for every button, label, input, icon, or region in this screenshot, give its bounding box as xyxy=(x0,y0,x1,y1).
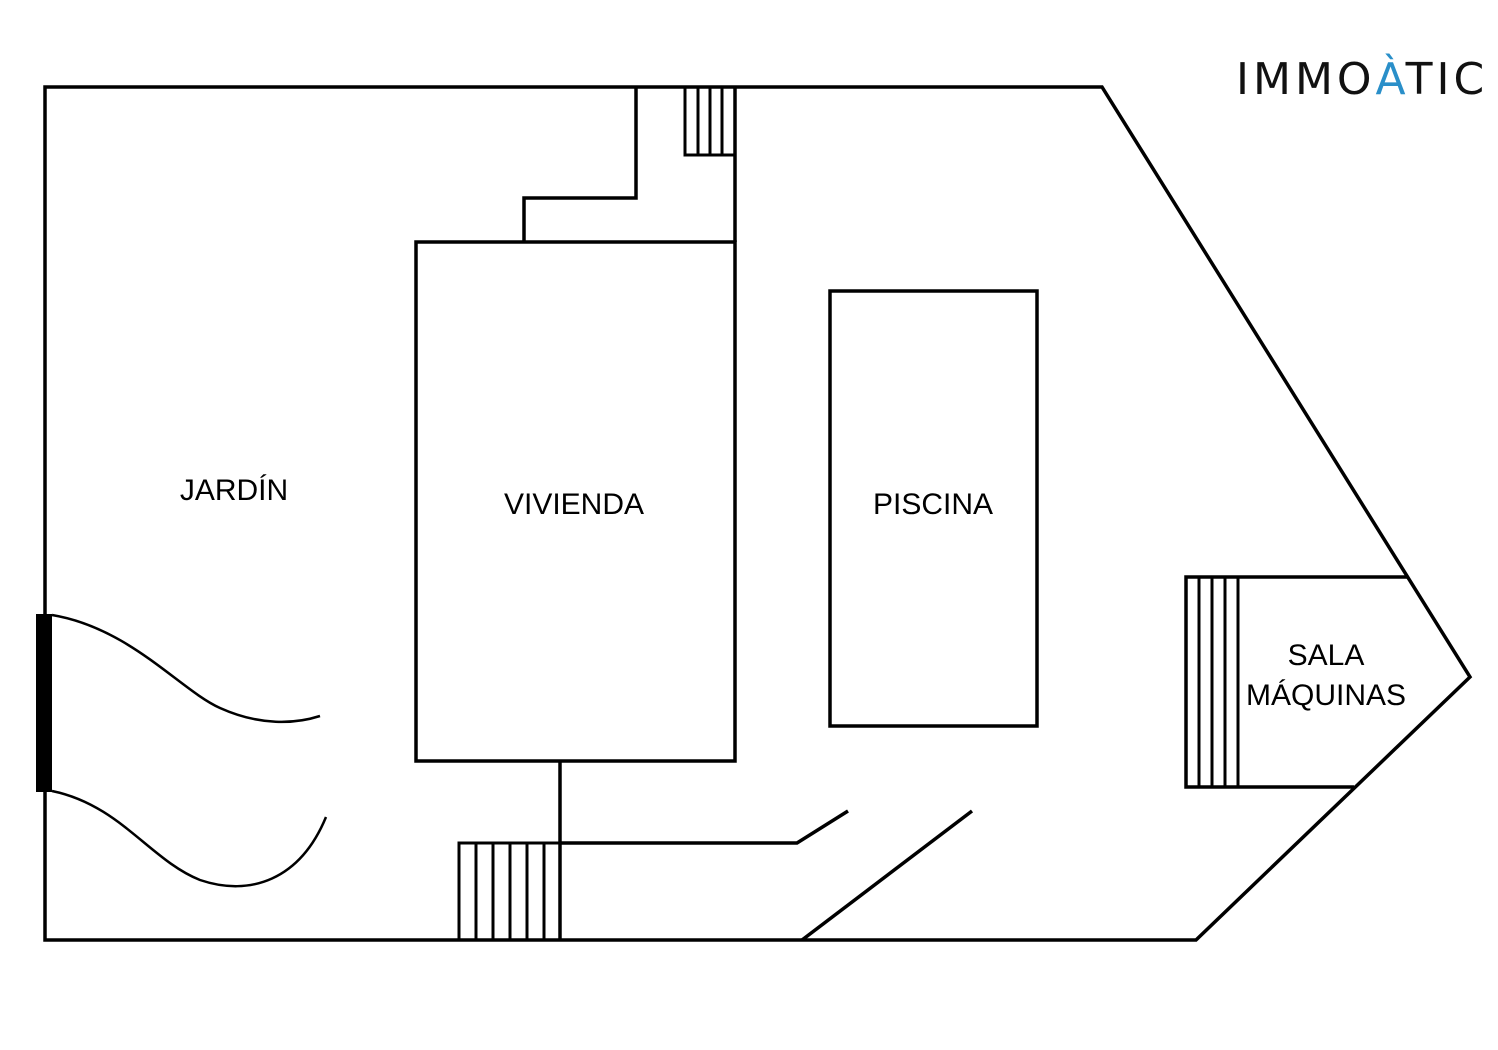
plot-boundary xyxy=(43,85,1473,942)
stepped-wall xyxy=(522,87,638,242)
pool-outline xyxy=(828,289,1039,728)
gate-swing-upper xyxy=(51,613,321,724)
machine-room-outline xyxy=(1184,575,1408,789)
label-house: VIVIENDA xyxy=(504,488,644,521)
machine-room-stairs xyxy=(1197,577,1240,787)
entrance-gate xyxy=(36,614,52,792)
logo-accent-letter: À xyxy=(1376,52,1406,105)
ramp-line xyxy=(800,809,974,942)
path-line xyxy=(560,809,849,845)
label-pool: PISCINA xyxy=(873,488,993,521)
immoatic-logo: IMMOÀTIC xyxy=(1236,52,1488,105)
bottom-stairs xyxy=(457,841,562,942)
label-machine-room-line2: MÁQUINAS xyxy=(1246,679,1406,712)
house-outline xyxy=(414,240,737,763)
top-stairs xyxy=(683,85,737,157)
label-machine-room-line1: SALA xyxy=(1288,639,1365,672)
logo-prefix: IMMO xyxy=(1236,54,1376,105)
svg-text:IMMOÀTIC: IMMOÀTIC xyxy=(1236,52,1488,105)
gate-swing-lower xyxy=(51,789,328,888)
logo-suffix: TIC xyxy=(1405,54,1489,105)
label-garden: JARDÍN xyxy=(180,474,288,507)
